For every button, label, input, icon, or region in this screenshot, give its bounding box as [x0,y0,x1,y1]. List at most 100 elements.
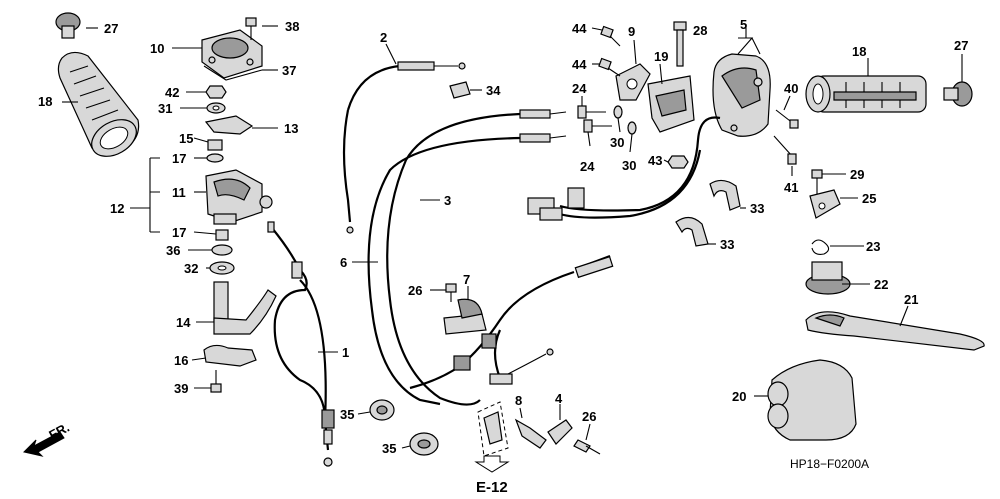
callout-33b: 33 [720,237,734,252]
switch-19 [647,75,695,133]
throttle-cover [201,29,263,79]
callout-20: 20 [732,389,746,404]
washer-31 [206,102,226,114]
callout-25: 25 [862,191,876,206]
brake-lever-21 [805,311,985,351]
callout-14: 14 [176,315,191,330]
washer-30b [627,121,637,135]
left-grip [57,51,140,157]
front-direction-arrow-icon [23,431,65,457]
callout-10: 10 [150,41,164,56]
callout-34: 34 [486,83,501,98]
leader-lines-left [62,25,278,389]
callout-3: 3 [444,193,451,208]
callout-13: 13 [284,121,298,136]
callout-17a: 17 [172,151,186,166]
clip-33a [709,179,741,211]
spring-23 [811,239,830,255]
clamp-16 [203,344,257,367]
bolt-28 [673,21,687,67]
screw-44a [600,25,621,47]
callout-2: 2 [380,30,387,45]
callout-18b: 18 [852,44,866,59]
leader-lines-lever [822,173,909,327]
callout-7: 7 [463,272,470,287]
callout-8: 8 [515,393,522,408]
gasket [203,65,263,81]
screw-39 [210,370,222,393]
left-end-cap [55,12,81,39]
callout-26a: 26 [408,283,422,298]
callout-11: 11 [172,185,186,200]
callout-32: 32 [184,261,198,276]
callout-27a: 27 [104,21,118,36]
reference-page-label: E-12 [476,479,508,496]
callout-27b: 27 [954,38,968,53]
callout-5: 5 [740,17,747,32]
callout-21: 21 [904,292,918,307]
long-cable-3 [386,109,567,406]
screw-24b [583,119,612,133]
callout-18a: 18 [38,94,52,109]
callout-19: 19 [654,49,668,64]
pivot-22 [805,261,851,295]
washer-30a [613,105,623,119]
callout-29: 29 [850,167,864,182]
callout-44a: 44 [572,21,587,36]
callout-22: 22 [874,277,888,292]
bolt-26a [445,283,457,302]
callout-17b: 17 [172,225,186,240]
clip-34 [449,81,471,99]
right-grip [805,75,927,113]
choke-cable [342,61,466,234]
callout-24a: 24 [572,81,587,96]
callout-30a: 30 [610,135,624,150]
callout-33a: 33 [750,201,764,216]
callout-23: 23 [866,239,880,254]
callout-31: 31 [158,101,172,116]
callout-15: 15 [179,131,193,146]
seal-17a [206,153,224,163]
callout-42: 42 [165,85,179,100]
switch-wiring [527,116,721,221]
callout-4: 4 [555,391,563,406]
bracket-8 [514,407,547,449]
boot-35b [409,432,439,456]
callout-38: 38 [285,19,299,34]
callout-28: 28 [693,23,707,38]
washer-36 [211,244,233,256]
leader-lines-switch [581,27,686,163]
callout-12: 12 [110,201,124,216]
callout-30b: 30 [622,158,636,173]
figure-code: HP18−F0200A [790,457,869,471]
callout-43: 43 [648,153,662,168]
throttle-lever [213,281,277,335]
callout-26b: 26 [582,409,596,424]
screw-41 [773,135,797,165]
collar-15 [207,139,223,151]
screw-44b [598,57,621,77]
clip-33b [675,216,709,247]
holder-7 [443,298,487,335]
callout-labels: 27 18 10 38 37 42 31 13 15 17 11 12 17 3… [38,17,968,496]
right-end-cap [943,81,973,107]
callout-35a: 35 [340,407,354,422]
callout-9: 9 [628,24,635,39]
callout-36: 36 [166,243,180,258]
callout-44b: 44 [572,57,587,72]
callout-37: 37 [282,63,296,78]
throttle-cable [267,221,335,467]
throttle-arm [204,115,254,135]
nut-43 [667,155,689,169]
callout-16: 16 [174,353,188,368]
bracket-dashed-box [474,401,510,473]
washer-32 [209,261,235,275]
cover-20 [767,359,857,441]
callout-1: 1 [342,345,349,360]
throttle-housing [205,169,273,225]
callout-41: 41 [784,180,798,195]
screw-38 [245,17,257,40]
bracket-25 [809,189,841,219]
boot-35a [369,399,395,421]
callout-40: 40 [784,81,798,96]
